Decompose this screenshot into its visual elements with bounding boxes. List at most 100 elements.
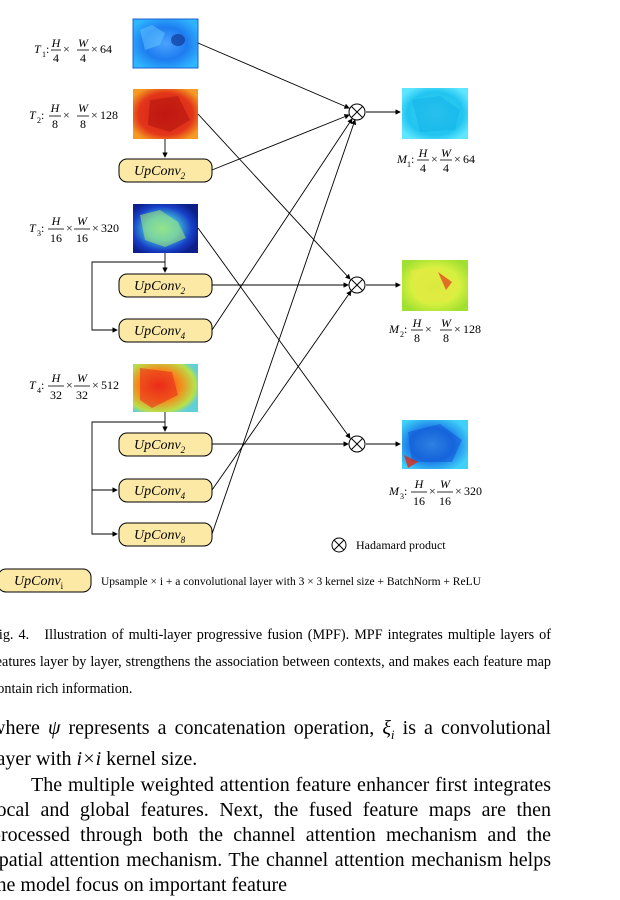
legend-hadamard: Hadamard product [331, 537, 446, 553]
p1-text-a: where [0, 717, 40, 739]
hadamard-node-2 [348, 276, 366, 294]
svg-text:M: M [388, 484, 400, 498]
svg-text::: : [46, 42, 49, 56]
svg-text:M: M [388, 322, 400, 336]
upconv-box-1 [118, 158, 213, 183]
feature-map-t2 [133, 89, 198, 139]
svg-text:W: W [441, 316, 452, 330]
svg-text:×: × [92, 221, 99, 235]
svg-text:16: 16 [439, 494, 451, 508]
output-label-m2: M 2 : H 8 × W 8 × 128 [388, 316, 481, 345]
output-label-m3: M 3 : H 16 × W 16 × 320 [388, 477, 482, 508]
svg-text:128: 128 [100, 108, 118, 122]
svg-text:512: 512 [101, 378, 119, 392]
psi-symbol: ψ [47, 717, 61, 739]
svg-text:UpConvi: UpConvi [14, 574, 64, 591]
feature-map-t1 [132, 18, 199, 69]
svg-text:4: 4 [53, 51, 59, 65]
svg-text::: : [41, 378, 44, 392]
svg-text::: : [41, 221, 44, 235]
svg-text:×: × [91, 42, 98, 56]
svg-text:T: T [29, 378, 37, 392]
feature-map-t3 [133, 204, 198, 253]
svg-text:W: W [441, 146, 452, 160]
svg-text:16: 16 [76, 231, 88, 245]
svg-text:×: × [66, 378, 73, 392]
upconv-label-2: UpConv2 [134, 279, 186, 296]
svg-text:×: × [425, 322, 432, 336]
svg-text:1: 1 [42, 50, 46, 59]
upconv-box-2 [118, 273, 213, 298]
svg-text:8: 8 [414, 331, 420, 345]
svg-text:32: 32 [76, 388, 88, 402]
figure-caption: Fig. 4. Illustration of multi-layer prog… [0, 622, 551, 703]
svg-text:8: 8 [80, 117, 86, 131]
body-paragraph-2: The multiple weighted attention feature … [0, 774, 551, 896]
body-paragraph-1: where ψ represents a concatenation opera… [0, 716, 551, 772]
svg-text:1: 1 [407, 160, 411, 169]
svg-text:H: H [51, 36, 62, 50]
upconv-box-6 [118, 522, 213, 547]
caption-label: Fig. 4. [0, 627, 30, 643]
feature-map-m3 [402, 420, 468, 469]
svg-text:H: H [418, 146, 429, 160]
xi-symbol: ξ [382, 717, 391, 739]
svg-text:64: 64 [100, 42, 112, 56]
svg-text:×: × [63, 42, 70, 56]
upconv-label-5: UpConv4 [134, 484, 186, 501]
svg-text:H: H [412, 316, 423, 330]
p1-text-d: kernel size. [101, 748, 198, 770]
hadamard-node-1 [348, 103, 366, 121]
input-label-t3: T 3 : H 16 × W 16 × 320 [29, 214, 119, 245]
kernel-size-expr: i×i [76, 748, 102, 770]
p1-text-b: represents a concatenation operation, [60, 717, 383, 739]
svg-text::: : [404, 322, 407, 336]
svg-text:×: × [63, 108, 70, 122]
upconv-box-5 [118, 478, 213, 503]
svg-text:H: H [51, 214, 62, 228]
svg-text:128: 128 [463, 322, 481, 336]
svg-text:H: H [414, 477, 425, 491]
svg-text:H: H [51, 371, 62, 385]
svg-text:2: 2 [37, 116, 41, 125]
svg-text:Hadamard product: Hadamard product [356, 538, 446, 552]
feature-map-t4 [133, 364, 198, 412]
svg-text:×: × [431, 152, 438, 166]
svg-text::: : [41, 108, 44, 122]
legend-upconv: UpConvi Upsample × i + a convolutional l… [0, 568, 482, 593]
svg-text:320: 320 [464, 484, 482, 498]
svg-text:4: 4 [443, 161, 449, 175]
svg-text:T: T [29, 221, 37, 235]
feature-map-m1 [402, 88, 468, 139]
svg-text:×: × [66, 221, 73, 235]
mpf-figure: T 1 : H 4 × W 4 × 64 T 2 : H 8 × W 8 × 1… [0, 18, 482, 593]
svg-text:H: H [50, 101, 61, 115]
svg-text:×: × [91, 108, 98, 122]
svg-text:32: 32 [50, 388, 62, 402]
svg-text:W: W [78, 36, 89, 50]
svg-text:×: × [454, 322, 461, 336]
upconv-label-1: UpConv2 [134, 164, 186, 181]
output-label-m1: M 1 : H 4 × W 4 × 64 [396, 146, 475, 175]
svg-text:W: W [77, 371, 88, 385]
svg-text:2: 2 [400, 330, 404, 339]
svg-text:×: × [92, 378, 99, 392]
svg-text:4: 4 [37, 386, 41, 395]
input-label-t4: T 4 : H 32 × W 32 × 512 [29, 371, 119, 402]
input-label-t1: T 1 : H 4 × W 4 × 64 [34, 36, 112, 65]
svg-text:16: 16 [50, 231, 62, 245]
svg-text:16: 16 [413, 494, 425, 508]
svg-text:4: 4 [80, 51, 86, 65]
upconv-box-4 [118, 432, 213, 457]
svg-text:3: 3 [37, 229, 41, 238]
svg-text::: : [411, 152, 414, 166]
caption-text: Illustration of multi-layer progressive … [0, 627, 551, 697]
svg-text:W: W [77, 214, 88, 228]
svg-text:8: 8 [443, 331, 449, 345]
upconv-label-3: UpConv4 [134, 324, 186, 341]
connector-lines [91, 42, 401, 537]
svg-text:3: 3 [400, 492, 404, 501]
svg-text::: : [404, 484, 407, 498]
svg-text:W: W [78, 101, 89, 115]
upconv-label-6: UpConv8 [134, 528, 186, 545]
